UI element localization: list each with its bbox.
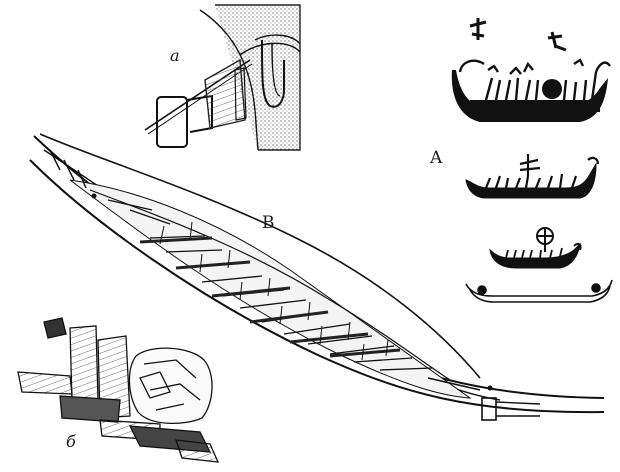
rock-carving-hull-outline — [465, 279, 613, 303]
rock-carvings-group — [451, 18, 613, 303]
label-detail-fragments: б — [66, 432, 76, 451]
label-detail-lashing: a — [170, 46, 180, 65]
rock-carving-ship-sun — [489, 227, 582, 269]
rock-carving-large-ship — [451, 18, 611, 122]
detail-b-fragments — [17, 317, 220, 463]
detail-a-lashing — [144, 4, 301, 151]
boat-main-drawing — [29, 133, 605, 421]
label-boat-drawing: B — [262, 213, 275, 233]
rock-carving-ship-crew — [465, 154, 600, 199]
label-rock-carvings: A — [430, 148, 443, 168]
